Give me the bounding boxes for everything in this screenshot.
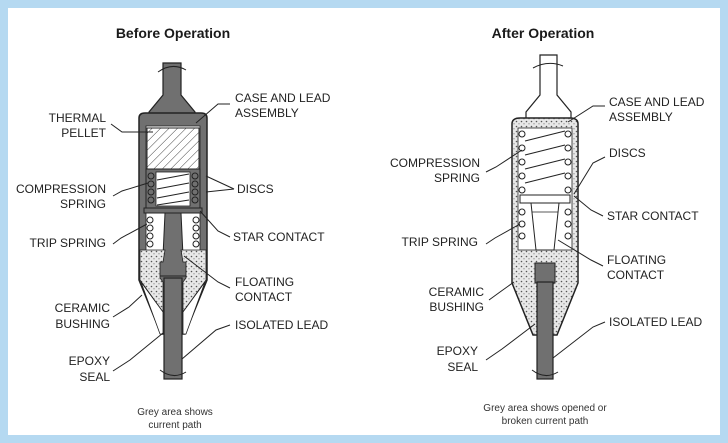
label-r-trip-spring: TRIP SPRING [402,235,478,249]
label-compression-spring-2: SPRING [60,197,106,211]
label-r-compression-spring-1: COMPRESSION [390,156,480,170]
after-caption-2: broken current path [502,416,589,427]
label-case-lead-1: CASE AND LEAD [235,91,331,105]
before-leader-lines [110,103,235,372]
label-isolated-lead: ISOLATED LEAD [235,318,328,332]
label-ceramic-bushing-1: CERAMIC [55,301,111,315]
label-r-star-contact: STAR CONTACT [607,209,699,223]
label-r-compression-spring-2: SPRING [434,171,480,185]
label-r-epoxy-seal-2: SEAL [447,360,478,374]
label-r-floating-contact-1: FLOATING [607,253,666,267]
label-r-case-lead-2: ASSEMBLY [609,110,673,124]
white-panel [8,8,720,435]
label-star-contact: STAR CONTACT [233,230,325,244]
label-case-lead-2: ASSEMBLY [235,106,299,120]
label-epoxy-seal-1: EPOXY [69,354,110,368]
label-thermal-pellet-1: THERMAL [49,111,107,125]
before-caption-1: Grey area shows [137,407,213,418]
label-thermal-pellet-2: PELLET [61,126,106,140]
label-r-isolated-lead: ISOLATED LEAD [609,315,702,329]
label-r-ceramic-bushing-2: BUSHING [429,300,484,314]
label-discs: DISCS [237,182,274,196]
after-title: After Operation [492,25,595,41]
label-r-discs: DISCS [609,146,646,160]
label-r-floating-contact-2: CONTACT [607,268,665,282]
after-leader-lines [485,105,606,361]
before-device [138,62,208,380]
label-ceramic-bushing-2: BUSHING [55,317,110,331]
before-title: Before Operation [116,25,230,41]
before-caption-2: current path [148,420,201,431]
label-r-epoxy-seal-1: EPOXY [437,344,478,358]
label-epoxy-seal-2: SEAL [79,370,110,384]
label-compression-spring-1: COMPRESSION [16,182,106,196]
label-r-case-lead-1: CASE AND LEAD [609,95,705,109]
label-r-ceramic-bushing-1: CERAMIC [429,285,485,299]
after-caption-1: Grey area shows opened or [483,403,607,414]
after-device [511,54,579,380]
label-floating-contact-1: FLOATING [235,275,294,289]
label-trip-spring: TRIP SPRING [30,236,106,250]
label-floating-contact-2: CONTACT [235,290,293,304]
